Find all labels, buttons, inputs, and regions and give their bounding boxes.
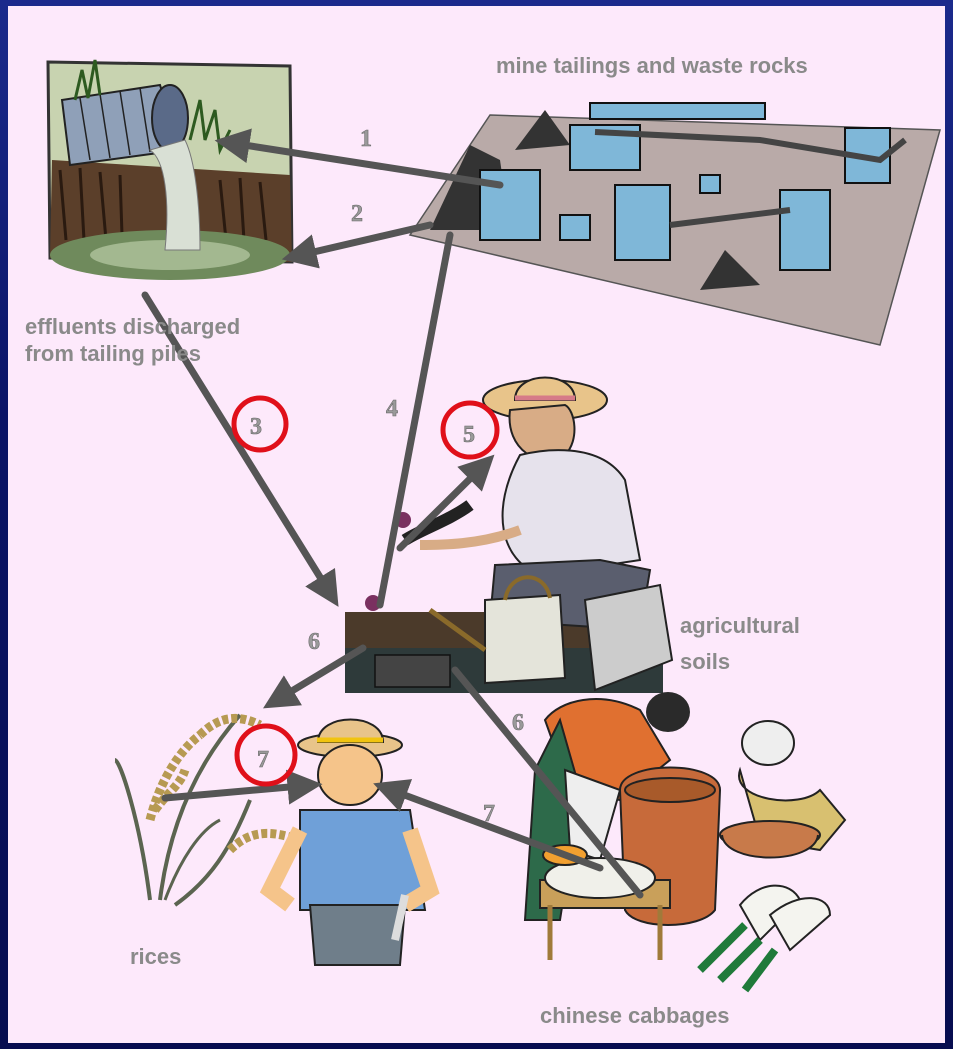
label-mine-tailings: mine tailings and waste rocks xyxy=(496,52,808,79)
arrow-7a xyxy=(165,785,312,798)
arrow-5 xyxy=(400,462,487,548)
discharge-pipe-icon xyxy=(48,60,292,280)
label-rices: rices xyxy=(130,943,181,970)
label-effluents-line1: effluents discharged xyxy=(25,313,240,340)
pathway-number-2: 2 xyxy=(351,201,363,227)
label-chinese-cabbages: chinese cabbages xyxy=(540,1002,730,1029)
pathway-number-5: 5 xyxy=(463,422,475,448)
pathway-number-4: 4 xyxy=(386,396,398,422)
radish-icon xyxy=(700,886,830,990)
pathway-number-3: 3 xyxy=(250,414,262,440)
mine-plant-icon xyxy=(410,103,940,345)
pathway-number-7a: 7 xyxy=(257,747,269,773)
label-effluents-line2: from tailing piles xyxy=(25,340,201,367)
pathway-number-6a: 6 xyxy=(308,629,320,655)
pathway-number-7b: 7 xyxy=(483,801,495,827)
pathway-number-1: 1 xyxy=(360,126,372,152)
label-agricultural-line1: agricultural xyxy=(680,612,800,639)
arrow-2 xyxy=(292,225,430,257)
label-agricultural-line2: soils xyxy=(680,648,730,675)
pathway-number-6b: 6 xyxy=(512,710,524,736)
